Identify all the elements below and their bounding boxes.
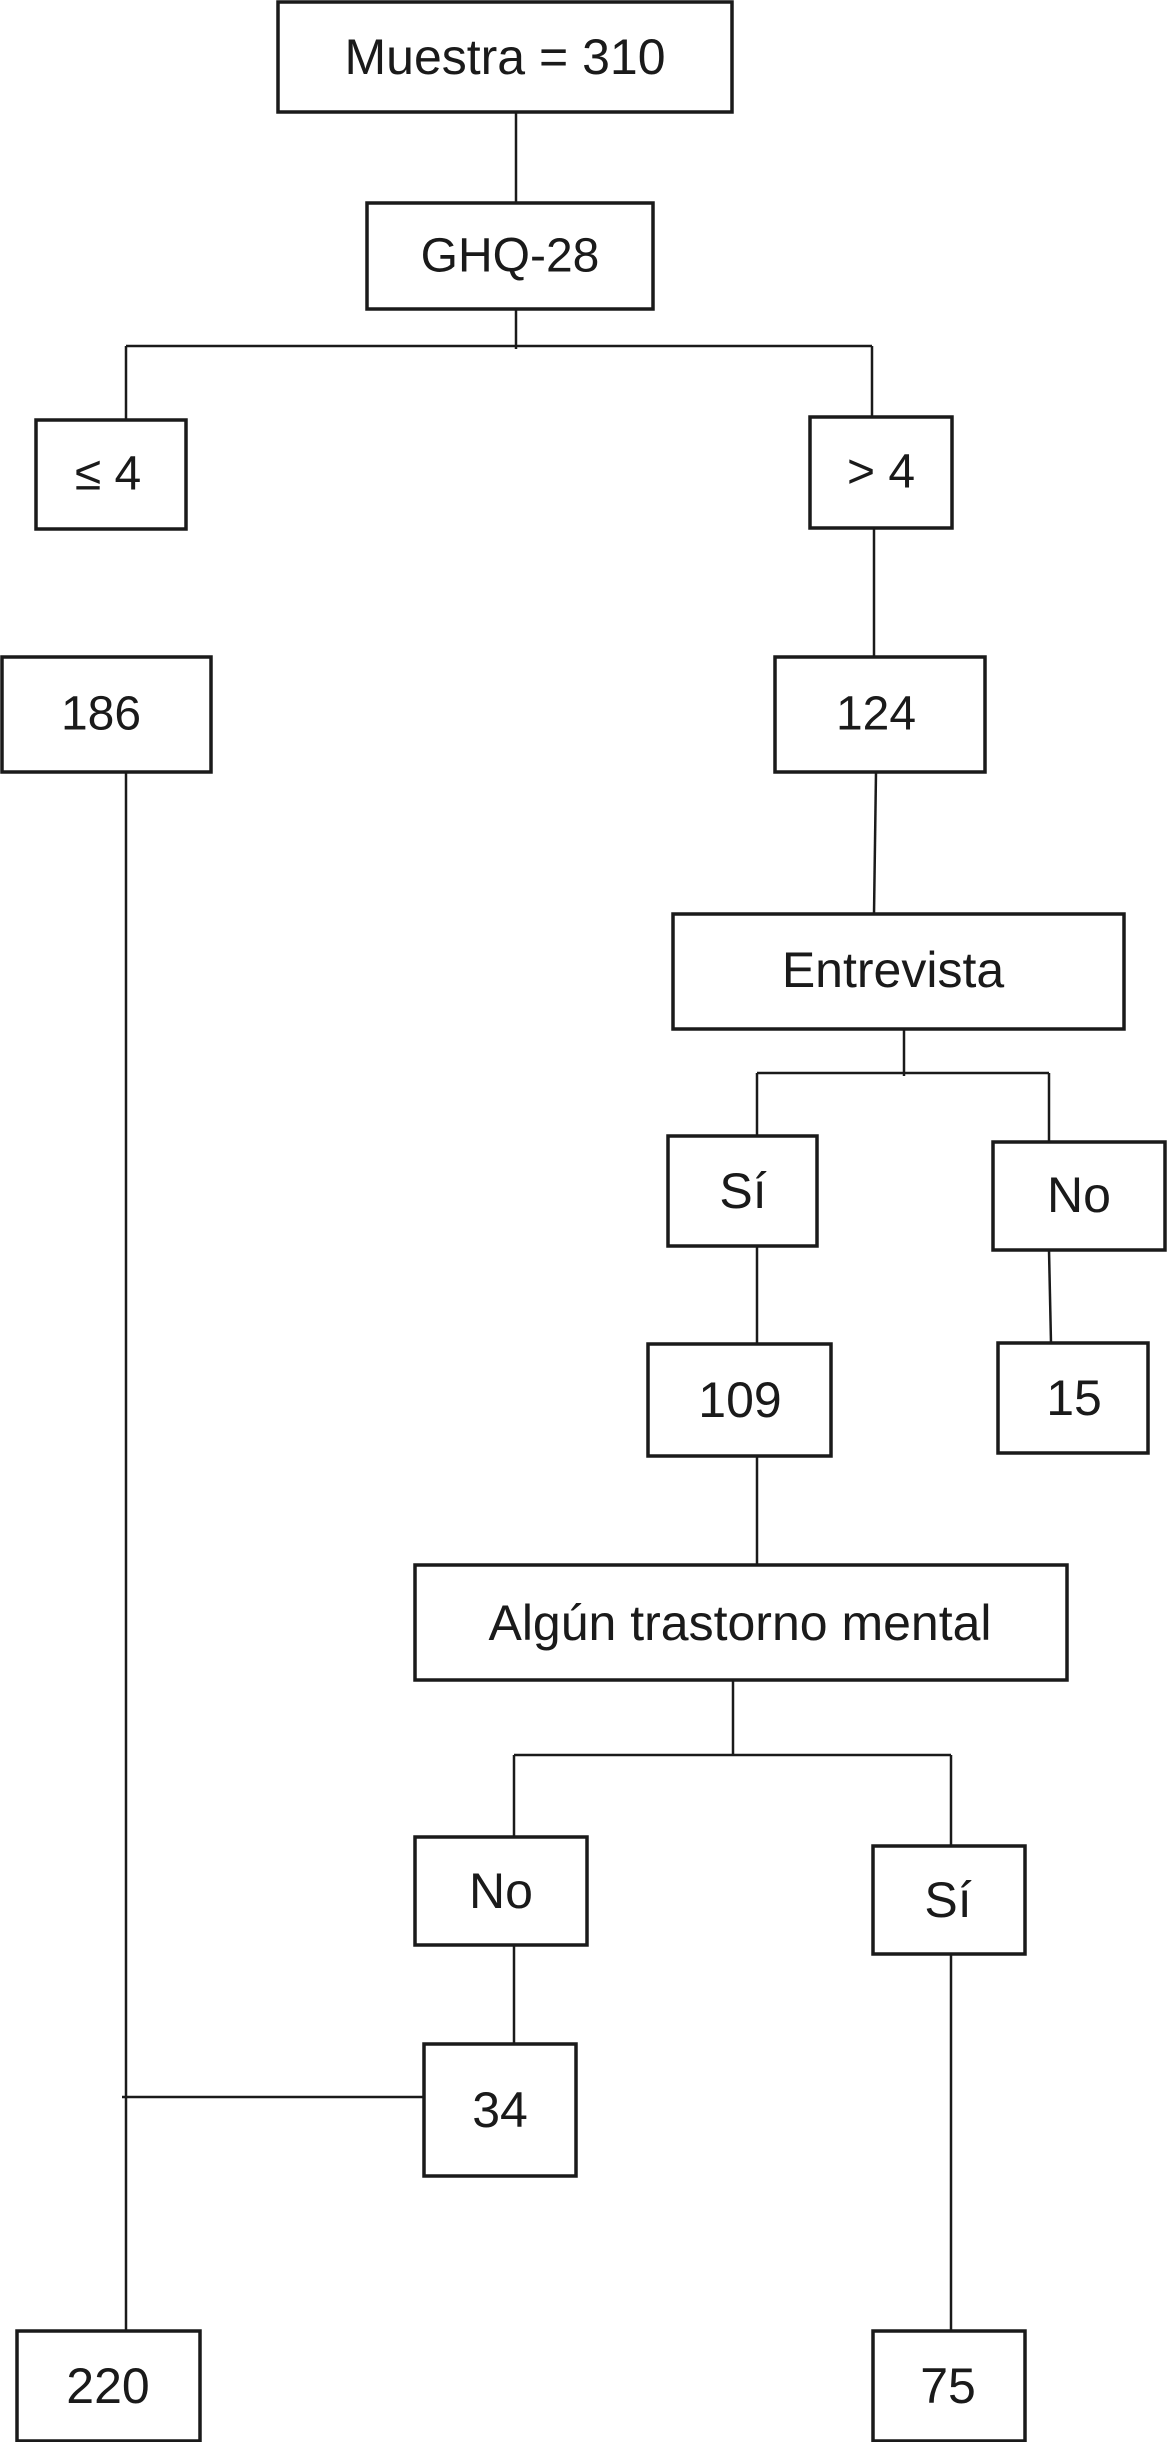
node-186-label: 186 xyxy=(61,688,141,741)
node-entrevista-no: No xyxy=(991,1140,1167,1252)
node-75-label: 75 xyxy=(920,2358,976,2414)
node-ghq28-label: GHQ-28 xyxy=(421,230,600,283)
node-124: 124 xyxy=(773,655,987,774)
edge-124-entrevista xyxy=(872,771,878,915)
node-34-label: 34 xyxy=(472,2082,528,2138)
node-trastorno-si-label: Sí xyxy=(924,1872,971,1928)
node-34: 34 xyxy=(422,2042,578,2178)
node-entrevista-si-label: Sí xyxy=(719,1163,766,1219)
node-entrevista-no-label: No xyxy=(1047,1167,1111,1223)
node-entrevista-si: Sí xyxy=(666,1134,819,1248)
node-109-label: 109 xyxy=(698,1372,781,1428)
node-le4-label: ≤ 4 xyxy=(75,448,141,501)
node-trastorno-no: No xyxy=(413,1835,589,1947)
node-186: 186 xyxy=(0,655,213,774)
node-220: 220 xyxy=(15,2329,202,2442)
node-trastorno-si: Sí xyxy=(871,1844,1027,1956)
node-muestra: Muestra = 310 xyxy=(276,0,734,114)
node-220-label: 220 xyxy=(66,2358,149,2414)
node-15-label: 15 xyxy=(1046,1370,1102,1426)
node-109: 109 xyxy=(646,1342,833,1458)
edge-no-15 xyxy=(1047,1249,1053,1344)
node-entrevista-label: Entrevista xyxy=(782,942,1005,998)
node-15: 15 xyxy=(996,1341,1150,1455)
node-ghq28: GHQ-28 xyxy=(365,201,655,311)
node-entrevista: Entrevista xyxy=(671,912,1126,1031)
node-trastorno: Algún trastorno mental xyxy=(413,1563,1069,1682)
node-muestra-label: Muestra = 310 xyxy=(344,29,665,85)
node-trastorno-label: Algún trastorno mental xyxy=(488,1595,991,1651)
node-gt4-label: > 4 xyxy=(847,446,915,499)
connectors xyxy=(122,113,1053,2331)
node-75: 75 xyxy=(871,2329,1027,2442)
node-le4: ≤ 4 xyxy=(34,418,188,531)
node-trastorno-no-label: No xyxy=(469,1863,533,1919)
node-gt4: > 4 xyxy=(808,415,954,530)
node-124-label: 124 xyxy=(836,688,916,741)
